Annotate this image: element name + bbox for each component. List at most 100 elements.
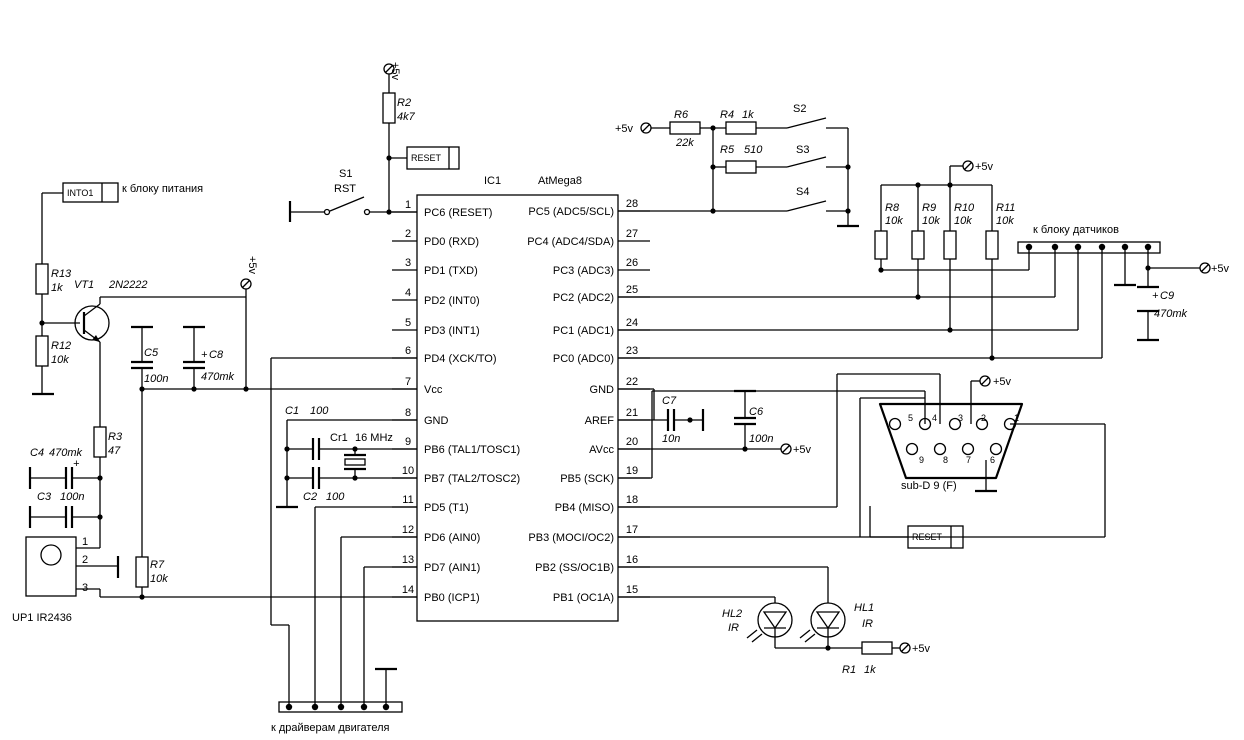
ic1-pin-1-number: 1 <box>405 199 411 211</box>
c4-plus: + <box>73 458 80 470</box>
sub-d9-pin-6-label: 6 <box>990 455 995 465</box>
ic1-pin-19-name: PB5 (SCK) <box>560 473 614 485</box>
r9-resistor <box>911 230 925 260</box>
r9-ref: R9 <box>922 202 936 214</box>
up1-pin-3: 3 <box>82 582 88 594</box>
sub-d9-pin-1-label: 1 <box>1014 413 1019 423</box>
c8-value: 470mk <box>201 371 235 383</box>
ic1-pin-15-number: 15 <box>626 584 638 596</box>
vcc-label-pullups: +5v <box>975 161 994 173</box>
motor-driver-connector: к драйверам двигателя <box>270 357 417 734</box>
r5-ref: R5 <box>720 144 735 156</box>
ic1-pin-10-number: 10 <box>402 465 414 477</box>
vcc-label-r6: +5v <box>615 123 634 135</box>
r2-ref: R2 <box>397 97 411 109</box>
up1-label: UP1 IR2436 <box>12 612 72 624</box>
ic1-pin-6-number: 6 <box>405 345 411 357</box>
r7-ref: R7 <box>150 559 165 571</box>
vcc-label-sensor: +5v <box>1211 263 1230 275</box>
c4-value: 470mk <box>49 447 83 459</box>
c5-ref: C5 <box>144 347 159 359</box>
s2-switch <box>786 117 827 129</box>
vt1-ref: VT1 <box>74 279 94 291</box>
ic1-pin-5-number: 5 <box>405 317 411 329</box>
ic1-pin-3-number: 3 <box>405 257 411 269</box>
ic1-pin-11-number: 11 <box>402 494 413 506</box>
ic1-pin-23-number: 23 <box>626 345 638 357</box>
buttons: +5v R6 22k R4 1k R5 510 S2 S3 S4 <box>615 103 859 228</box>
c3-ref: C3 <box>37 491 52 503</box>
r10-resistor <box>943 230 957 260</box>
c9-plus: + <box>1152 290 1159 302</box>
ic1-pin-18-name: PB4 (MISO) <box>555 502 614 514</box>
r6-ref: R6 <box>674 109 689 121</box>
r13-ref: R13 <box>51 268 72 280</box>
ic1-pin-26-number: 26 <box>626 257 638 269</box>
ic1-pin-20-name: AVcc <box>589 444 614 456</box>
ic1-pin-2-name: PD0 (RXD) <box>424 236 479 248</box>
cr1-crystal <box>344 458 366 466</box>
r13-value: 1k <box>51 282 63 294</box>
c8-ref: C8 <box>209 349 224 361</box>
ic1-pin-23-name: PC0 (ADC0) <box>553 353 614 365</box>
ic1-pin-28-number: 28 <box>626 198 638 210</box>
r3-ref: R3 <box>108 431 123 443</box>
ic1-pin-21-name: AREF <box>585 415 615 427</box>
c2-ref: C2 <box>303 491 317 503</box>
ic1-pin-15-name: PB1 (OC1A) <box>553 592 614 604</box>
to-sensor-unit-label: к блоку датчиков <box>1033 224 1119 236</box>
ic1-pin-13-number: 13 <box>402 554 414 566</box>
ic1-pin-27-number: 27 <box>626 228 638 240</box>
ic1-pin-2-number: 2 <box>405 228 411 240</box>
ic1-pin-22-name: GND <box>590 384 615 396</box>
vcc-rail: +5v C5 100n + C8 470mk R7 10k <box>131 256 417 600</box>
vcc-terminal <box>780 443 792 455</box>
r7-value: 10k <box>150 573 168 585</box>
r12-resistor <box>35 335 49 367</box>
cr1-ref: Cr1 <box>330 432 348 444</box>
oscillator: C1 100 C2 100 Cr1 16 MHz <box>276 405 417 509</box>
ic1-pin-3-name: PD1 (TXD) <box>424 265 478 277</box>
r5-value: 510 <box>744 144 763 156</box>
ic1-pin-12-name: PD6 (AIN0) <box>424 532 480 544</box>
s1-switch <box>329 196 365 212</box>
analog-supply: C7 10n C6 100n +5v <box>618 388 812 456</box>
ic1-pin-12-number: 12 <box>402 524 414 536</box>
hl2-ref: HL2 <box>722 608 742 620</box>
sub-d9-pin-8 <box>933 442 947 456</box>
sub-d9-pin-7-label: 7 <box>966 455 971 465</box>
c1-ref: C1 <box>285 405 299 417</box>
r13-resistor <box>35 263 49 295</box>
c9-value: 470mk <box>1154 308 1188 320</box>
sub-d9-pin-3-label: 3 <box>958 413 963 423</box>
sub-d9-shell <box>878 402 1024 480</box>
ic1-body <box>416 194 619 622</box>
sub-d9-pin-3 <box>948 417 962 431</box>
up1-pin-1: 1 <box>82 536 88 548</box>
ic1-pin-16-number: 16 <box>626 554 638 566</box>
vcc-label-subd: +5v <box>993 376 1012 388</box>
ir-receiver: C4 470mk + C3 100n 1 2 3 UP1 IR2436 <box>12 447 417 624</box>
r8-ref: R8 <box>885 202 900 214</box>
r10-value: 10k <box>954 215 972 227</box>
r8-resistor <box>874 230 888 260</box>
sub-d9-pin-9 <box>905 442 919 456</box>
ic1-pin-24-name: PC1 (ADC1) <box>553 325 614 337</box>
r1-ref: R1 <box>842 664 856 676</box>
s1-ref: S1 <box>339 168 352 180</box>
ic1-pin-21-number: 21 <box>626 407 638 419</box>
up1-pin-2: 2 <box>82 554 88 566</box>
ic1-pin-9-name: PB6 (TAL1/TOSC1) <box>424 444 520 456</box>
r6-resistor <box>669 121 701 135</box>
c6-value: 100n <box>749 433 773 445</box>
s3-switch <box>786 156 827 168</box>
sub-d9-pin-2-label: 2 <box>981 413 986 423</box>
hl1-type: IR <box>862 618 873 630</box>
r2-resistor <box>382 92 396 124</box>
reset-label-top: RESET <box>411 153 442 163</box>
ic1-pin-20-number: 20 <box>626 436 638 448</box>
c2-value: 100 <box>326 491 345 503</box>
ic1-pin-4-name: PD2 (INT0) <box>424 295 480 307</box>
